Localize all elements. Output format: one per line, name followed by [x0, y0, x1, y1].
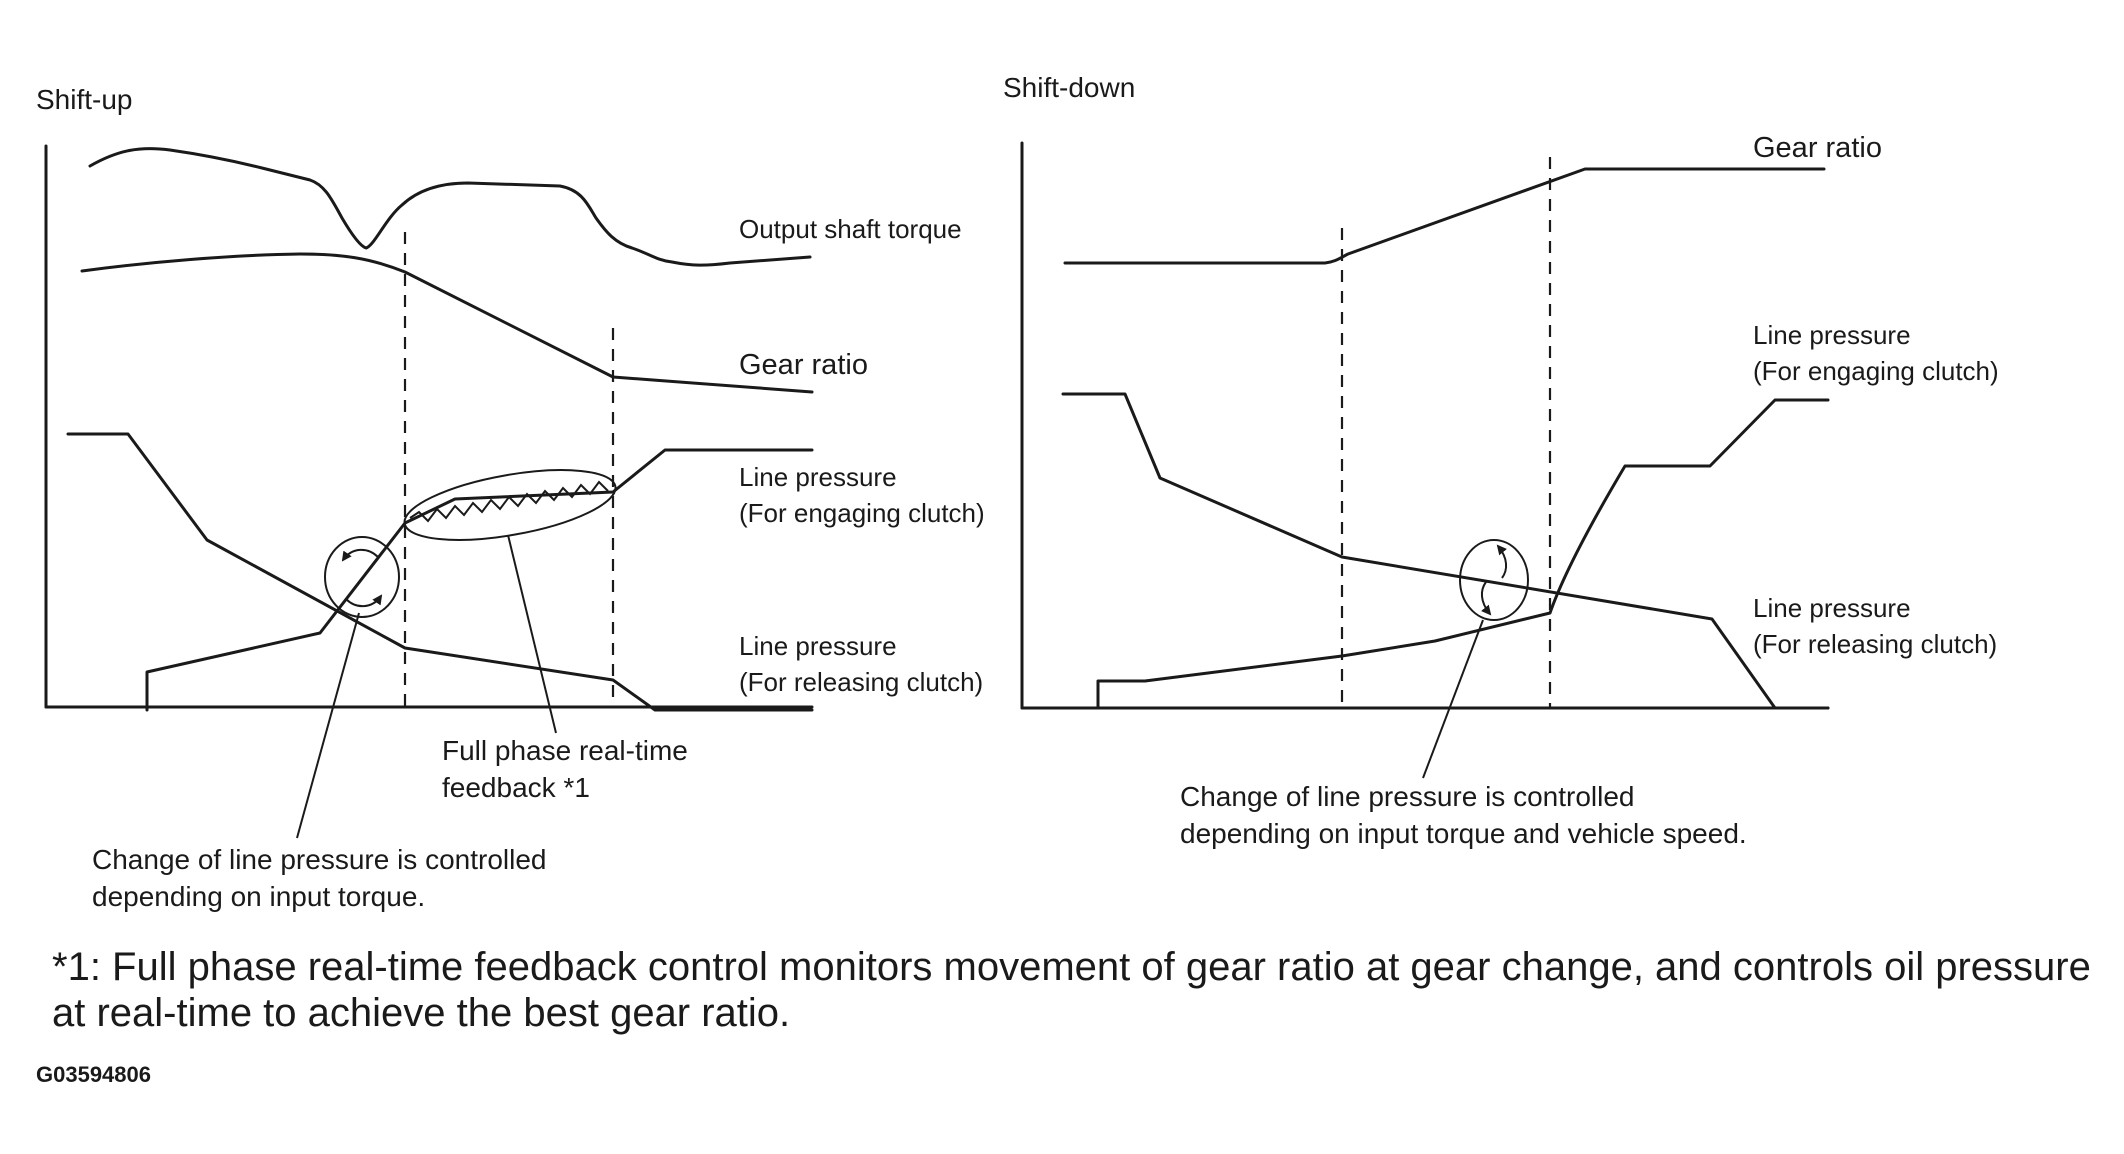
- label-line-1: Line pressure: [739, 631, 897, 661]
- shift-down-line-pressure-engaging-curve: [1061, 398, 1830, 710]
- footnote: *1: Full phase real-time feedback contro…: [52, 945, 2091, 1035]
- figure-id: G03594806: [36, 1062, 151, 1087]
- shift-up-line-pressure-engaging-label: Line pressure (For engaging clutch): [739, 462, 985, 528]
- shift-up-line-pressure-engaging-curve: [145, 448, 814, 712]
- shift-up-feedback-callout: Full phase real-time feedback *1: [442, 735, 696, 803]
- callout-line-1: Change of line pressure is controlled: [92, 844, 546, 875]
- callout-line-1: Change of line pressure is controlled: [1180, 781, 1634, 812]
- label-line-1: Line pressure: [1753, 320, 1911, 350]
- callout-line-2: depending on input torque.: [92, 881, 425, 912]
- shift-down-title: Shift-down: [1003, 72, 1135, 103]
- shift-up-gear-ratio-curve: [80, 252, 814, 394]
- shift-down-gear-ratio-label: Gear ratio: [1753, 132, 1882, 164]
- shift-up-feedback-ellipse: [403, 469, 617, 541]
- shift-down-change-callout: Change of line pressure is controlled de…: [1180, 781, 1747, 849]
- shift-up-gear-ratio-label: Gear ratio: [739, 349, 868, 381]
- label-line-2: (For engaging clutch): [1753, 356, 1999, 386]
- shift-up-panel: Shift-up Output shaft torque Gear r: [36, 84, 985, 912]
- shift-up-title: Shift-up: [36, 84, 133, 115]
- shift-down-change-leader: [1422, 619, 1484, 779]
- shift-down-line-pressure-releasing-curve: [1061, 392, 1830, 710]
- label-line-1: Line pressure: [739, 462, 897, 492]
- shift-down-line-pressure-releasing-label: Line pressure (For releasing clutch): [1753, 593, 1997, 659]
- shift-up-line-pressure-releasing-label: Line pressure (For releasing clutch): [739, 631, 983, 697]
- shift-up-output-shaft-torque-label: Output shaft torque: [739, 214, 962, 244]
- label-line-1: Line pressure: [1753, 593, 1911, 623]
- shift-up-change-callout: Change of line pressure is controlled de…: [92, 844, 554, 912]
- shift-down-line-pressure-engaging-label: Line pressure (For engaging clutch): [1753, 320, 1999, 386]
- shift-up-rotation-indicator: [324, 536, 400, 618]
- label-line-2: (For releasing clutch): [1753, 629, 1997, 659]
- shift-up-feedback-leader: [507, 534, 557, 734]
- shift-up-change-leader: [296, 612, 360, 839]
- shift-up-feedback-ripple: [409, 480, 609, 523]
- shift-down-panel: Shift-down Gear ratio Line pressure (For…: [1003, 72, 1999, 849]
- label-line-2: (For engaging clutch): [739, 498, 985, 528]
- callout-line-1: Full phase real-time: [442, 735, 688, 766]
- shift-down-gear-ratio-curve: [1063, 167, 1826, 265]
- callout-line-2: feedback *1: [442, 772, 590, 803]
- shift-down-rotation-indicator: [1459, 539, 1529, 621]
- shift-up-output-shaft-torque-curve: [88, 147, 812, 267]
- shift-up-line-pressure-releasing-curve: [66, 432, 814, 712]
- callout-line-2: depending on input torque and vehicle sp…: [1180, 818, 1747, 849]
- label-line-2: (For releasing clutch): [739, 667, 983, 697]
